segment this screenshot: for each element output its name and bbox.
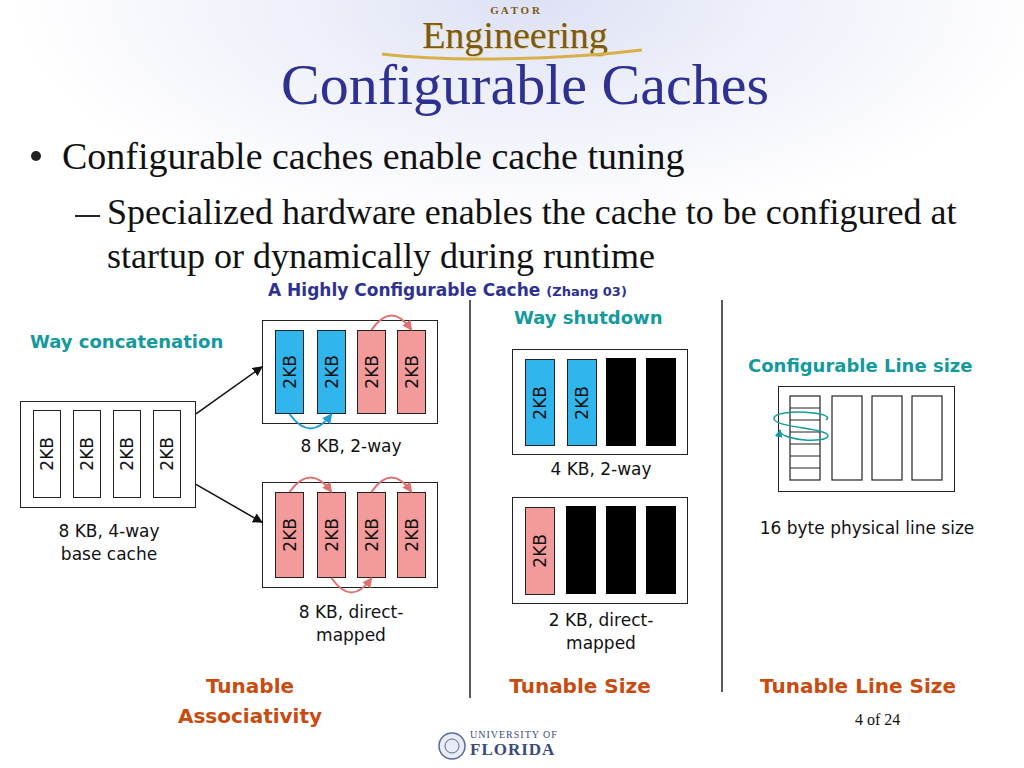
tuning-label: Tunable Associativity <box>160 671 340 731</box>
technique-label: Way concatenation <box>30 331 223 352</box>
cache-way: 2KB <box>153 410 181 498</box>
cache-way: 2KB <box>275 330 304 414</box>
tuning-label: Tunable Line Size <box>738 671 978 701</box>
cache-caption: 2 KB, direct-mapped <box>531 609 671 655</box>
way-size: 2KB <box>530 386 550 420</box>
bullet-dot <box>31 151 41 161</box>
cache-line <box>790 456 820 457</box>
shutdown-way <box>606 506 636 594</box>
concatenation-arrow <box>332 578 372 592</box>
technique-label: Configurable Line size <box>748 355 972 376</box>
way-size: 2KB <box>280 355 300 389</box>
way-size: 2KB <box>322 355 342 389</box>
figure-heading: A Highly Configurable Cache <box>268 280 540 300</box>
bullet-dash <box>75 215 100 217</box>
cache-way: 2KB <box>73 410 101 498</box>
heading-row: A Highly Configurable Cache (Zhang 03) <box>268 280 627 300</box>
way-size: 2KB <box>362 518 382 552</box>
cache-line <box>790 444 820 445</box>
way-size: 2KB <box>530 534 550 568</box>
cache-caption: 8 KB, 4-way base cache <box>39 520 179 566</box>
shutdown-way <box>606 358 636 446</box>
cache-way: 2KB <box>357 492 386 578</box>
way-size: 2KB <box>117 437 137 471</box>
line-way <box>832 396 862 480</box>
technique-label: Way shutdown <box>514 307 662 328</box>
cache-way: 2KB <box>397 330 426 414</box>
cache-way: 2KB <box>397 492 426 578</box>
way-size: 2KB <box>402 518 422 552</box>
concatenation-arrow <box>290 414 332 428</box>
footer-logo: UNIVERSITY OF <box>470 729 558 740</box>
line-size-arrow <box>774 412 828 440</box>
connector-arrow <box>196 367 262 414</box>
shutdown-way <box>646 358 676 446</box>
line-way <box>790 396 820 480</box>
shutdown-way <box>566 506 596 594</box>
cache-way: 2KB <box>317 330 346 414</box>
section-divider <box>469 300 471 698</box>
cache-way: 2KB <box>567 359 597 446</box>
section-divider <box>721 300 723 692</box>
cache-box: 8 KB, 2-way2KB2KB2KB2KB <box>262 320 438 424</box>
way-size: 2KB <box>280 518 300 552</box>
cache-line <box>790 420 820 421</box>
cache-way: 2KB <box>357 330 386 414</box>
way-size: 2KB <box>402 355 422 389</box>
figure-citation: (Zhang 03) <box>546 284 627 299</box>
university-seal <box>445 739 459 753</box>
logo-text: Engineering <box>380 16 650 54</box>
cache-box: 4 KB, 2-way2KB2KB <box>512 349 688 455</box>
way-size: 2KB <box>572 386 592 420</box>
logo-text: G A T O R <box>415 4 615 16</box>
cache-caption: 4 KB, 2-way <box>521 458 681 481</box>
bullet-text: Configurable caches enable cache tuning <box>62 134 685 178</box>
cache-box: 8 KB, 4-way base cache2KB2KB2KB2KB <box>20 401 196 508</box>
university-seal <box>439 733 465 759</box>
cache-box: 16 byte physical line size <box>778 386 955 492</box>
line-way <box>912 396 942 480</box>
cache-box: 2 KB, direct-mapped2KB <box>512 497 688 604</box>
footer-logo: FLORIDA <box>470 740 555 760</box>
way-size: 2KB <box>157 437 177 471</box>
concatenation-arrow <box>372 316 412 330</box>
slide-title: Configurable Caches <box>200 56 850 114</box>
cache-way: 2KB <box>33 410 61 498</box>
way-size: 2KB <box>77 437 97 471</box>
cache-way: 2KB <box>113 410 141 498</box>
cache-caption: 8 KB, direct-mapped <box>281 601 421 647</box>
cache-way: 2KB <box>525 507 555 595</box>
concatenation-arrow <box>290 478 332 492</box>
cache-line <box>790 468 820 469</box>
page-number: 4 of 24 <box>855 711 900 729</box>
cache-line <box>790 432 820 433</box>
concatenation-arrow <box>372 478 412 492</box>
cache-way: 2KB <box>317 492 346 578</box>
tuning-label: Tunable Size <box>490 671 670 701</box>
cache-caption: 8 KB, 2-way <box>271 435 431 458</box>
shutdown-way <box>646 506 676 594</box>
cache-way: 2KB <box>525 359 555 446</box>
line-way <box>872 396 902 480</box>
way-size: 2KB <box>362 355 382 389</box>
cache-line <box>790 408 820 409</box>
cache-caption: 16 byte physical line size <box>727 517 1007 540</box>
way-size: 2KB <box>322 518 342 552</box>
cache-way: 2KB <box>275 492 304 578</box>
bullet-text: Specialized hardware enables the cache t… <box>107 190 957 278</box>
cache-box: 8 KB, direct-mapped2KB2KB2KB2KB <box>262 482 438 588</box>
way-size: 2KB <box>37 437 57 471</box>
connector-arrow <box>196 484 262 522</box>
